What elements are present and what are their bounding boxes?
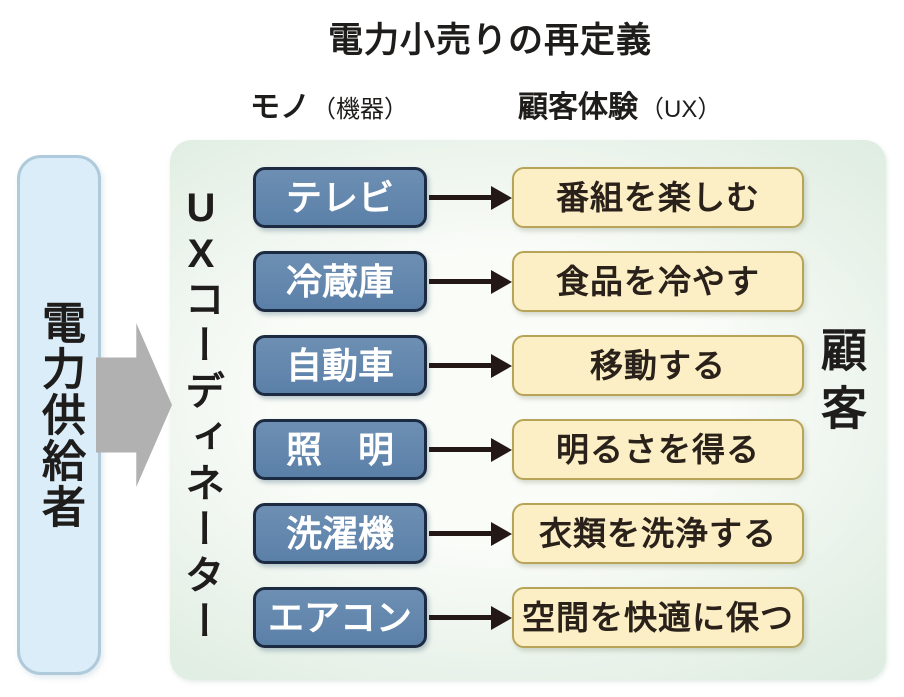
- arrow-right-icon: [429, 335, 512, 396]
- device-label: エアコン: [267, 596, 412, 638]
- arrow-right-icon: [429, 419, 512, 480]
- experience-box: 空間を快適に保つ: [512, 587, 804, 648]
- experience-box: 移動する: [512, 335, 804, 396]
- arrow-head: [491, 185, 512, 210]
- mapping-row: エアコン 空間を快適に保つ: [0, 587, 904, 648]
- experience-label: 明るさを得る: [556, 431, 760, 468]
- experience-box: 衣類を洗浄する: [512, 503, 804, 564]
- mapping-row: 照 明 明るさを得る: [0, 419, 904, 480]
- arrow-shaft: [429, 447, 491, 452]
- arrow-right-icon: [429, 587, 512, 648]
- arrow-shaft: [429, 279, 491, 284]
- device-label: 洗濯機: [285, 512, 394, 554]
- device-box: 冷蔵庫: [253, 251, 427, 312]
- device-box: 洗濯機: [253, 503, 427, 564]
- experience-label: 衣類を洗浄する: [539, 515, 777, 552]
- mapping-row: 冷蔵庫 食品を冷やす: [0, 251, 904, 312]
- device-box: エアコン: [253, 587, 427, 648]
- experience-box: 番組を楽しむ: [512, 167, 804, 228]
- device-label: 自動車: [285, 344, 394, 386]
- column-header-ux: 顧客体験 （UX）: [518, 82, 721, 126]
- ux-coordinator-label-kana: コーディネーター: [179, 278, 223, 646]
- arrow-head: [491, 437, 512, 462]
- device-box: 照 明: [253, 419, 427, 480]
- device-label: 冷蔵庫: [285, 260, 394, 302]
- experience-label: 食品を冷やす: [556, 263, 760, 300]
- customer-label: 顧客: [815, 326, 867, 442]
- column-header-devices-main: モノ: [250, 91, 310, 124]
- arrow-right-icon: [429, 167, 512, 228]
- arrow-head: [491, 269, 512, 294]
- power-supplier-box: 電力供給者: [17, 155, 101, 675]
- arrow-head: [491, 521, 512, 546]
- arrow-right-icon: [429, 251, 512, 312]
- device-box: テレビ: [253, 167, 427, 228]
- experience-label: 空間を快適に保つ: [522, 599, 794, 636]
- arrow-shaft: [429, 531, 491, 536]
- device-label: テレビ: [285, 176, 394, 218]
- arrow-head: [491, 605, 512, 630]
- mapping-row: テレビ 番組を楽しむ: [0, 167, 904, 228]
- experience-label: 移動する: [590, 347, 726, 384]
- experience-box: 食品を冷やす: [512, 251, 804, 312]
- arrow-shaft: [429, 615, 491, 620]
- experience-label: 番組を楽しむ: [556, 179, 760, 216]
- ux-coordinator-label-latin: UX: [179, 186, 223, 278]
- page-title: 電力小売りの再定義: [327, 21, 652, 60]
- arrow-right-icon: [429, 503, 512, 564]
- device-box: 自動車: [253, 335, 427, 396]
- arrow-head: [491, 353, 512, 378]
- device-label: 照 明: [285, 428, 394, 470]
- experience-box: 明るさを得る: [512, 419, 804, 480]
- arrow-shaft: [429, 195, 491, 200]
- column-header-ux-main: 顧客体験: [518, 91, 638, 124]
- arrow-shaft: [429, 363, 491, 368]
- column-header-devices: モノ （機器）: [250, 82, 408, 126]
- column-header-devices-sub: （機器）: [312, 96, 408, 123]
- power-supplier-label: 電力供給者: [35, 300, 84, 530]
- column-header-ux-sub: （UX）: [640, 96, 722, 123]
- mapping-row: 自動車 移動する: [0, 335, 904, 396]
- ux-coordinator-label: UXコーディネーター: [179, 186, 230, 646]
- mapping-row: 洗濯機 衣類を洗浄する: [0, 503, 904, 564]
